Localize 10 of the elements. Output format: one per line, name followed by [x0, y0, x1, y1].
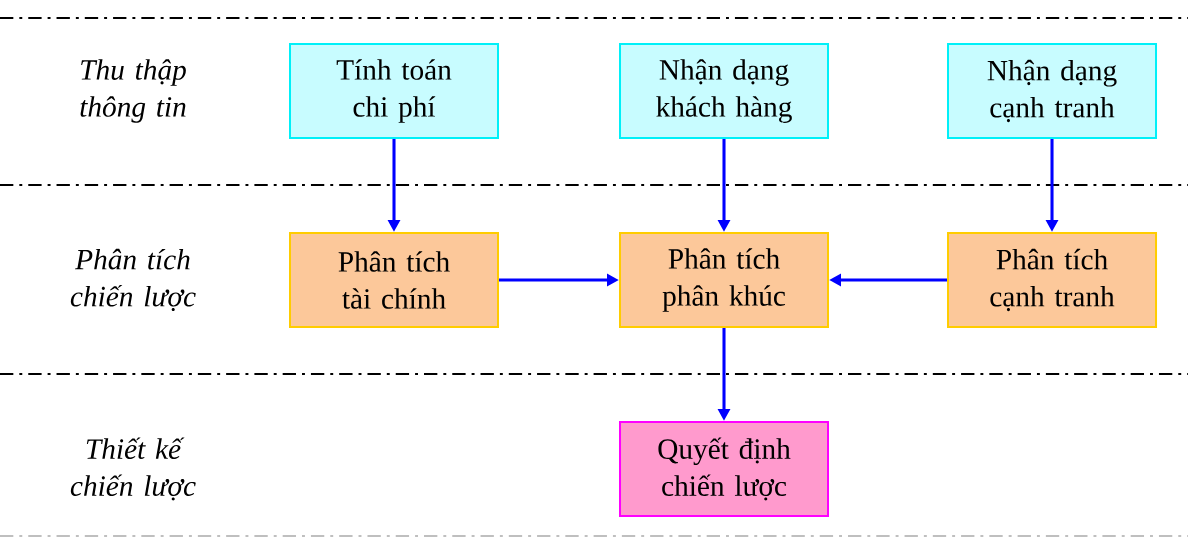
row-label: Thiết kế chiến lược [70, 437, 196, 501]
process-box: Nhận dạng cạnh tranh [947, 43, 1157, 139]
row-label: Phân tích chiến lược [70, 248, 196, 312]
process-box: Tính toán chi phí [289, 43, 499, 139]
process-box: Phân tích cạnh tranh [947, 232, 1157, 328]
row-label: Thu thập thông tin [80, 59, 186, 123]
process-box: Quyết định chiến lược [619, 421, 829, 517]
process-box: Nhận dạng khách hàng [619, 43, 829, 139]
process-box: Phân tích phân khúc [619, 232, 829, 328]
process-box: Phân tích tài chính [289, 232, 499, 328]
